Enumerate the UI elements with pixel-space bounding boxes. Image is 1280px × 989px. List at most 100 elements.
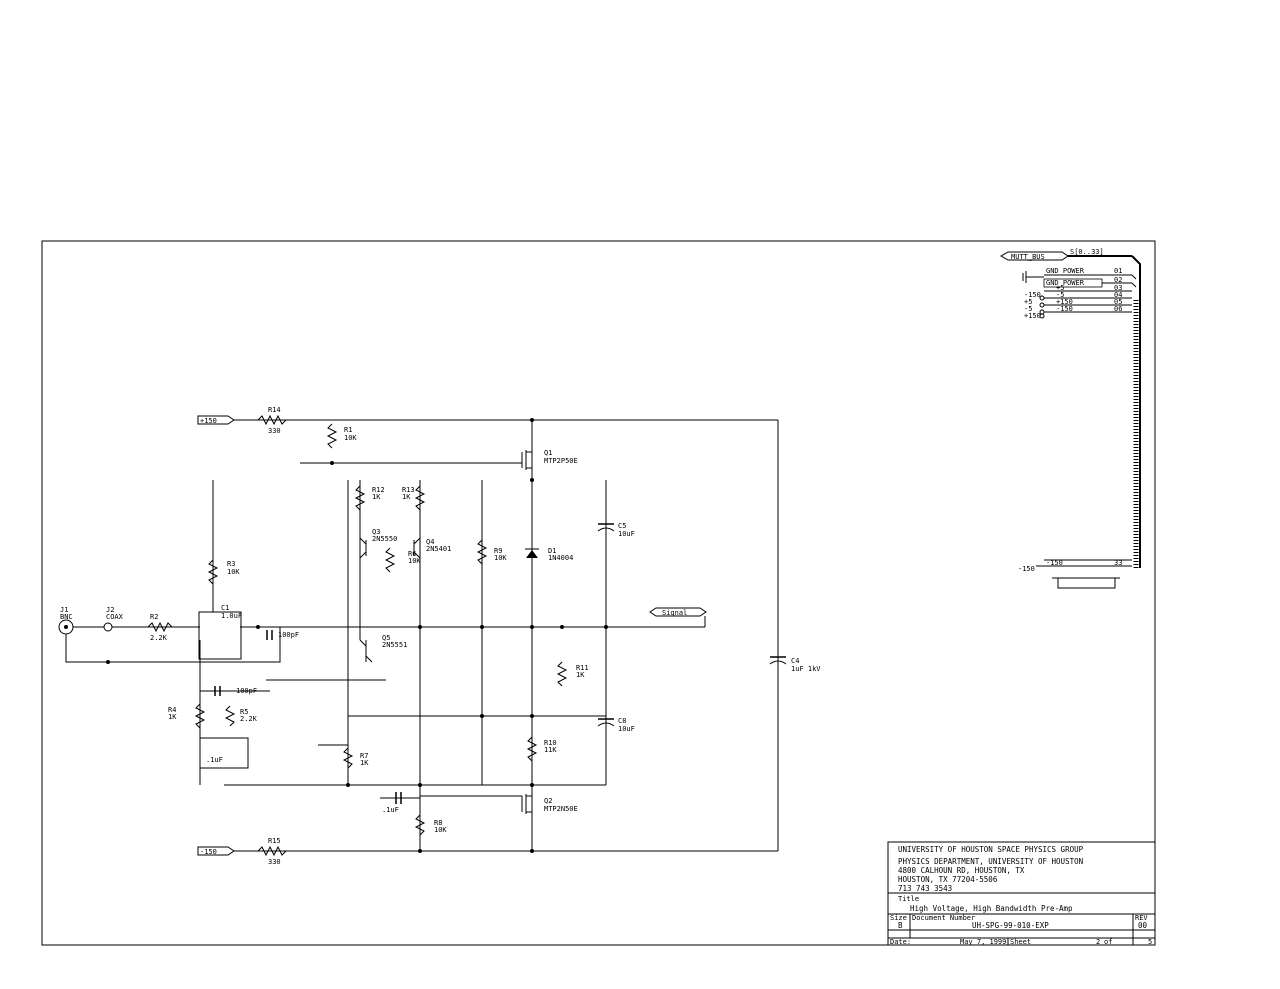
svg-text:11K: 11K xyxy=(544,746,557,754)
svg-text:+150: +150 xyxy=(1056,298,1073,306)
svg-text:GND_POWER: GND_POWER xyxy=(1046,279,1085,287)
rail-top-port[interactable] xyxy=(197,415,235,425)
junctions xyxy=(106,418,608,853)
svg-text:+150: +150 xyxy=(200,417,217,425)
resistor-r9: R9 10K xyxy=(476,539,507,565)
transistor-q3: Q3 2N5550 xyxy=(359,528,397,559)
svg-text:-150: -150 xyxy=(200,848,217,856)
rail-bottom: -150 xyxy=(197,846,778,856)
svg-text:BNC: BNC xyxy=(60,613,73,621)
svg-text:R14: R14 xyxy=(268,406,281,414)
svg-text:R6: R6 xyxy=(408,550,416,558)
bus-connector: MUTT_BUS S[0..33] GND_POWER 01 GND_POWER… xyxy=(999,248,1141,589)
svg-text:330: 330 xyxy=(268,858,281,866)
svg-text:of: of xyxy=(1104,938,1112,946)
svg-text:Sheet: Sheet xyxy=(1010,938,1031,946)
svg-text:100pF: 100pF xyxy=(278,631,299,639)
connector-j2[interactable]: J2 COAX xyxy=(103,606,124,632)
sheet-border xyxy=(41,240,1156,946)
svg-text:04: 04 xyxy=(1114,291,1122,299)
capacitor-c2: 100pF xyxy=(200,686,270,696)
svg-text:R10: R10 xyxy=(544,739,557,747)
svg-text:330: 330 xyxy=(268,427,281,435)
resistor-r1: R1 10K xyxy=(326,423,357,449)
connector-pin-row: GND_POWER 02 xyxy=(1043,276,1137,288)
svg-text:Size: Size xyxy=(890,914,907,922)
svg-text:1K: 1K xyxy=(372,493,381,501)
resistor-r11: R11 1K xyxy=(556,661,589,687)
mosfet-q1: Q1 MTP2P50E xyxy=(300,449,578,470)
svg-text:REV: REV xyxy=(1135,914,1148,922)
svg-text:Q5: Q5 xyxy=(382,634,390,642)
diode-d1: D1 1N4004 xyxy=(525,547,573,562)
svg-text:713 743 3543: 713 743 3543 xyxy=(898,884,952,893)
svg-text:R11: R11 xyxy=(576,664,589,672)
svg-text:-150: -150 xyxy=(1046,559,1063,567)
svg-text:2N5551: 2N5551 xyxy=(382,641,407,649)
svg-text:-150: -150 xyxy=(1056,305,1073,313)
connector-j1[interactable]: J1 BNC xyxy=(58,606,74,635)
svg-text:10K: 10K xyxy=(408,557,421,565)
svg-text:-150: -150 xyxy=(1024,291,1041,299)
svg-text:.1uF: .1uF xyxy=(206,756,223,764)
resistor-r15: R15 330 xyxy=(257,837,287,866)
svg-text:5: 5 xyxy=(1148,938,1152,946)
resistor-r10: R10 11K xyxy=(526,736,557,762)
resistor-r12: R12 1K xyxy=(354,485,385,511)
resistor-r2: R2 2.2K xyxy=(147,613,173,642)
signal-port[interactable]: Signal xyxy=(649,607,707,627)
svg-text:C1: C1 xyxy=(221,604,229,612)
svg-text:R1: R1 xyxy=(344,426,352,434)
capacitor-c8: C8 10uF xyxy=(597,717,635,733)
svg-text:HOUSTON, TX 77204-5506: HOUSTON, TX 77204-5506 xyxy=(898,875,998,884)
svg-text:Title: Title xyxy=(898,895,919,903)
svg-text:R3: R3 xyxy=(227,560,235,568)
svg-text:May 7, 1999: May 7, 1999 xyxy=(960,938,1006,946)
svg-text:PHYSICS DEPARTMENT, UNIVERSITY: PHYSICS DEPARTMENT, UNIVERSITY OF HOUSTO… xyxy=(898,857,1083,866)
rail-bottom-port[interactable] xyxy=(197,846,235,856)
svg-text:C8: C8 xyxy=(618,717,626,725)
resistor-r3: R3 10K xyxy=(207,559,240,585)
bus-port-label: MUTT_BUS xyxy=(1011,253,1045,261)
title-text: High Voltage, High Bandwidth Pre-Amp xyxy=(910,904,1073,913)
svg-text:R12: R12 xyxy=(372,486,385,494)
svg-text:2.2K: 2.2K xyxy=(240,715,258,723)
mosfet-q2: Q2 MTP2N50E xyxy=(420,794,578,814)
capacitor-c6: .1uF xyxy=(199,737,249,769)
capacitor-c7: .1uF xyxy=(380,792,420,814)
rail-top: +150 xyxy=(197,415,778,425)
svg-text:00: 00 xyxy=(1138,921,1148,930)
svg-text:R9: R9 xyxy=(494,547,502,555)
svg-text:B: B xyxy=(898,921,903,930)
svg-text:R2: R2 xyxy=(150,613,158,621)
svg-text:MTP2P50E: MTP2P50E xyxy=(544,457,578,465)
connector-pin-row: -150 06 xyxy=(1044,305,1132,313)
svg-text:Q2: Q2 xyxy=(544,797,552,805)
svg-text:R5: R5 xyxy=(240,708,248,716)
svg-text:1K: 1K xyxy=(402,493,411,501)
svg-text:05: 05 xyxy=(1114,298,1122,306)
svg-text:-5: -5 xyxy=(1056,291,1064,299)
svg-text:.1uF: .1uF xyxy=(382,806,399,814)
capacitor-c5: C5 10uF xyxy=(597,522,635,538)
svg-text:1.0uF: 1.0uF xyxy=(221,612,242,620)
connector-pin-row: +150 05 xyxy=(1044,298,1132,306)
svg-text:33: 33 xyxy=(1114,559,1122,567)
svg-text:10K: 10K xyxy=(227,568,240,576)
svg-text:1N4004: 1N4004 xyxy=(548,554,573,562)
svg-text:2: 2 xyxy=(1096,938,1100,946)
transistor-q5: Q5 2N5551 xyxy=(359,634,407,663)
capacitor-c3: 100pF xyxy=(266,630,299,640)
transistor-q4: Q4 2N5401 xyxy=(413,537,451,559)
svg-text:+5: +5 xyxy=(1056,284,1064,292)
svg-text:R13: R13 xyxy=(402,486,415,494)
resistor-r4: R4 1K xyxy=(168,703,206,729)
svg-text:+150: +150 xyxy=(1024,312,1041,320)
svg-text:R15: R15 xyxy=(268,837,281,845)
resistor-r6: R6 10K xyxy=(384,547,421,573)
svg-text:1uF 1kV: 1uF 1kV xyxy=(791,665,821,673)
svg-text:R8: R8 xyxy=(434,819,442,827)
svg-text:COAX: COAX xyxy=(106,613,124,621)
capacitor-c1: C1 1.0uF xyxy=(198,604,242,660)
